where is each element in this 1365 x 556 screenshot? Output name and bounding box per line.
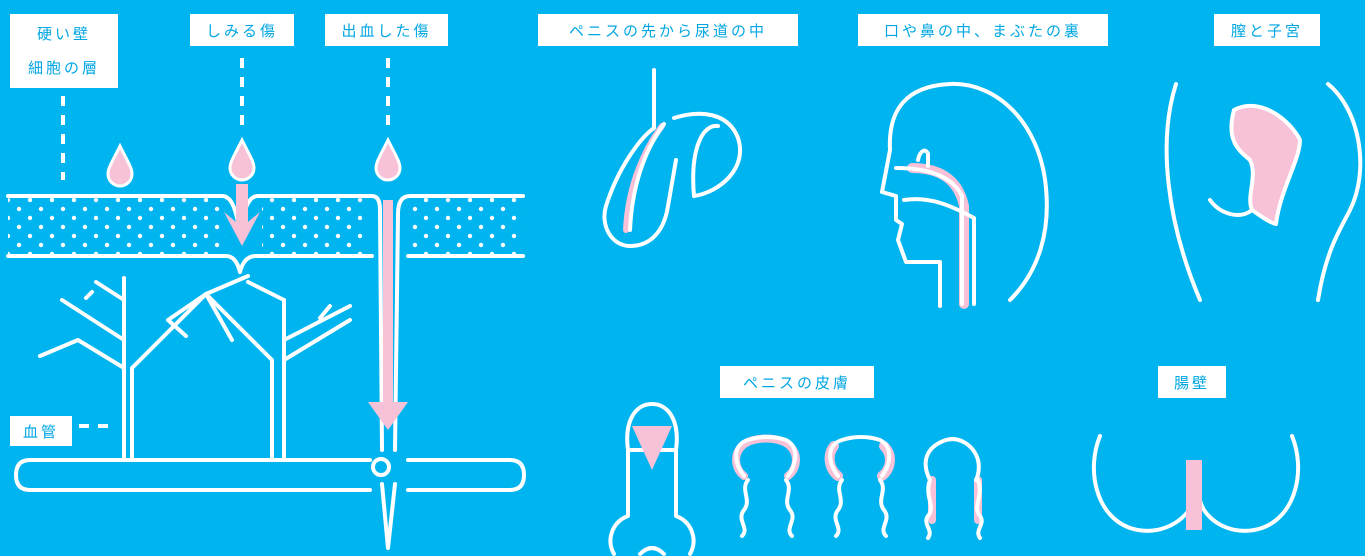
blood-vessel <box>14 458 372 492</box>
label-blood-vessel: 血管 <box>10 416 72 446</box>
label-penis-skin: ペニスの皮膚 <box>720 366 874 398</box>
penis-urethra-illustration <box>602 68 742 248</box>
label-hard-wall: 硬い壁 細胞の層 <box>10 14 118 88</box>
shallow-arrow-icon <box>224 184 260 246</box>
penetration-arrows <box>224 184 408 430</box>
skin-cross-section-diagram <box>6 194 526 550</box>
label-sting-wound: しみる傷 <box>190 14 294 46</box>
droplet-icon <box>106 142 134 188</box>
deep-arrow-head <box>368 402 408 430</box>
cell-layer-fill <box>8 198 523 256</box>
droplet-icon <box>228 136 256 182</box>
label-bleeding-wound: 出血した傷 <box>325 14 448 46</box>
droplets <box>106 136 402 188</box>
vagina-uterus-illustration <box>1164 82 1363 302</box>
label-hard-wall-line1: 硬い壁 <box>36 25 91 43</box>
capillary-middle-house <box>130 292 274 462</box>
droplet-icon <box>374 136 402 182</box>
head-profile-illustration <box>880 81 1049 309</box>
penis-skin-illustrations <box>608 402 984 556</box>
vessel-wound-point <box>371 457 391 477</box>
intestinal-wall-illustration <box>1091 434 1301 533</box>
label-penis-tip-urethra: ペニスの先から尿道の中 <box>538 14 798 46</box>
cell-layer-bottom-line <box>6 254 374 274</box>
label-hard-wall-line2: 細胞の層 <box>27 59 100 77</box>
label-mouth-nose-eyelid: 口や鼻の中、まぶたの裏 <box>858 14 1108 46</box>
label-intestinal-wall: 腸壁 <box>1158 366 1226 398</box>
deep-arrow-shaft <box>383 200 393 412</box>
label-vagina-uterus: 膣と子宮 <box>1214 14 1320 46</box>
